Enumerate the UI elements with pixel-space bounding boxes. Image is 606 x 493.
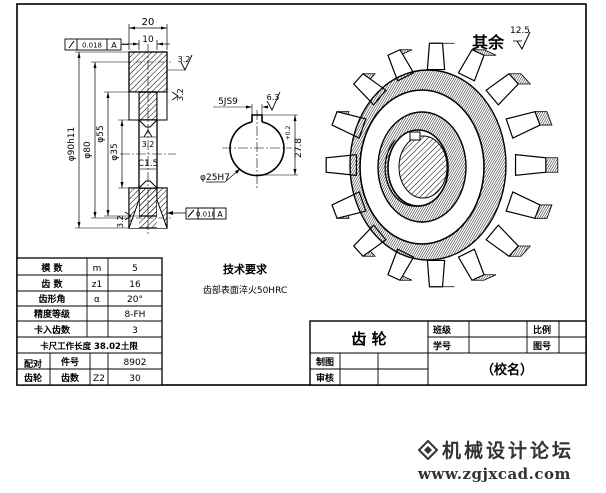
svg-text:其余: 其余 (472, 33, 505, 52)
svg-text:3.2: 3.2 (178, 55, 191, 64)
gear-tooth (505, 110, 541, 139)
param-teeth-value: 16 (129, 280, 141, 290)
param-module-value: 5 (132, 264, 138, 274)
param-angle-symbol: α (94, 295, 100, 305)
drawing-no-label: 图号 (533, 341, 551, 352)
tolerance-frame-bottom: 0.018 A (167, 207, 227, 220)
dim-bore-dia: φ35 (110, 143, 120, 160)
roughness-right: 3.2 (171, 88, 185, 101)
gear-tooth (485, 224, 520, 258)
roughness-top: 3.2 (167, 54, 193, 72)
param-module-symbol: m (93, 264, 102, 274)
param-teeth-label: 齿 数 (41, 278, 63, 290)
drawing-border (16, 3, 587, 386)
param-module-label: 模 数 (41, 262, 63, 274)
gear-tooth (514, 153, 547, 177)
param-span-teeth-label: 卡入齿数 (34, 324, 71, 336)
gear-tooth (457, 248, 485, 282)
mating-teeth-label: 齿数 (61, 372, 80, 384)
gear-tooth (457, 48, 485, 82)
dim-width-20: 20 (142, 17, 155, 28)
part-name: 齿 轮 (351, 330, 386, 348)
svg-text:0.018: 0.018 (82, 42, 102, 50)
mating-part-no-value: 8902 (124, 358, 147, 368)
drawn-label: 制图 (316, 356, 334, 368)
rest-roughness-note: 其余 12.5 (472, 26, 531, 52)
param-teeth-symbol: z1 (92, 280, 102, 290)
keyway-depth-tol: +0.2 (285, 126, 292, 141)
param-accuracy-value: 8-FH (125, 310, 146, 320)
gear-tooth (505, 191, 541, 220)
class-label: 班级 (433, 324, 452, 336)
gear-tooth-side (545, 157, 559, 173)
svg-text:3.2: 3.2 (142, 140, 155, 149)
front-section-view: 20 10 0.018 A φ90h11 φ80 (64, 17, 227, 236)
bore-tol: φ25H7 (200, 173, 230, 183)
svg-text:A: A (111, 41, 117, 50)
tolerance-frame-top: 0.018 A (64, 38, 129, 51)
school-name: （校名） (481, 362, 533, 378)
svg-text:3.2: 3.2 (176, 88, 185, 101)
mating-gear-label-2: 齿轮 (24, 372, 42, 384)
param-angle-label: 齿形角 (38, 293, 65, 305)
gear-tooth (426, 259, 446, 288)
watermark-url: www.zgjxcad.com (418, 465, 571, 483)
mating-part-no-label: 件号 (61, 356, 79, 368)
dim-root-dia: φ80 (83, 141, 93, 159)
mating-teeth-symbol: Z2 (93, 374, 105, 384)
dim-hub-10: 10 (142, 35, 154, 45)
scale-label: 比例 (533, 324, 551, 336)
dim-outer-dia: φ90h11 (67, 127, 77, 162)
diamond-logo-icon (418, 439, 438, 460)
mating-teeth-value: 30 (129, 374, 141, 384)
mating-gear-label-1: 配对 (24, 358, 42, 370)
watermark-title: 机械设计论坛 (418, 436, 603, 463)
svg-text:A: A (217, 210, 223, 219)
svg-text:0.018: 0.018 (196, 211, 216, 219)
roughness-bottom: 3.2 (116, 211, 132, 228)
tech-req-line1: 齿部表面淬火50HRC (203, 284, 287, 296)
student-no-label: 学号 (433, 340, 451, 352)
chamfer-label: C1.5 (138, 159, 159, 169)
dim-hub-dia: φ55 (96, 125, 106, 142)
svg-text:12.5: 12.5 (510, 26, 530, 36)
side-view-keyway: 5JS9 6.3 27.8 +0.2 φ25H7 (200, 91, 304, 188)
param-angle-value: 20° (127, 295, 143, 305)
tech-req-title: 技术要求 (223, 262, 268, 276)
svg-text:3.2: 3.2 (116, 215, 125, 228)
param-caliper-length-label: 卡尺工作长度 38.02土限 (40, 341, 138, 352)
watermark-site-name: 机械设计论坛 (442, 440, 575, 462)
site-watermark: 机械设计论坛 www.zgjxcad.com (418, 436, 603, 483)
keyway-tol: 5JS9 (218, 97, 238, 107)
roughness-bore: 3.2 (140, 129, 156, 149)
gear-tooth (426, 42, 446, 71)
gear-3d-view (325, 42, 559, 288)
gear-tooth (485, 72, 520, 106)
param-accuracy-label: 精度等级 (34, 308, 71, 320)
keyway-depth: 27.8 (294, 138, 304, 158)
keyway-roughness: 6.3 (266, 91, 281, 112)
title-block: 齿 轮 班级 学号 比例 图号 制图 审核 （校名） (309, 320, 587, 386)
technical-requirements: 技术要求 齿部表面淬火50HRC (203, 262, 287, 296)
checked-label: 审核 (316, 372, 334, 384)
gear-parameter-table: 模 数 m 5 齿 数 z1 16 齿形角 α 20° 精度等级 8-FH 卡入… (16, 257, 163, 386)
param-span-teeth-value: 3 (132, 326, 138, 336)
svg-text:6.3: 6.3 (267, 93, 280, 102)
